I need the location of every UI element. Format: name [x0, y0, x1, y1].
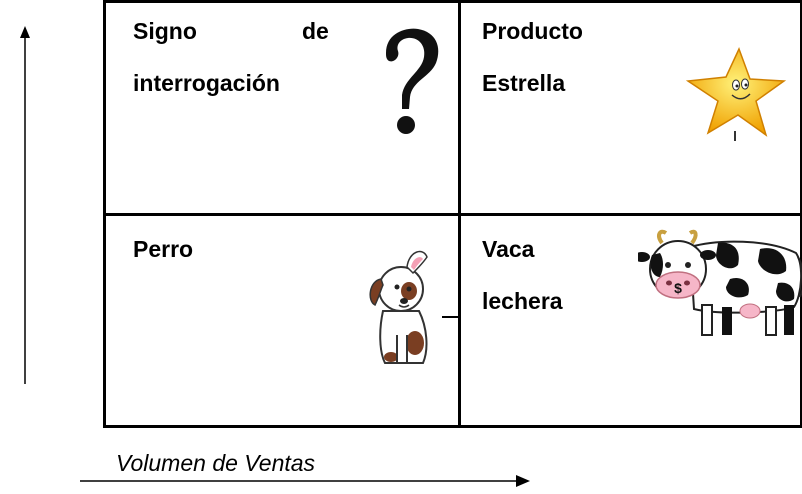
- question-label-word-de: de: [302, 18, 329, 44]
- horizontal-axis-arrow: [80, 475, 530, 487]
- dog-label: Perro: [133, 236, 194, 262]
- cow-label-line2: lechera: [482, 288, 563, 314]
- cow-dollar-sign: $: [674, 280, 682, 296]
- bcg-matrix-grid: Signo de interrogación Producto Estrella: [103, 0, 802, 428]
- cartoon-dog-icon: [369, 250, 428, 364]
- star-label-line2: Estrella: [482, 70, 566, 96]
- horizontal-divider: [106, 213, 800, 216]
- star-label-line1: Producto: [482, 18, 583, 44]
- star-tick-mark: [734, 131, 736, 141]
- cow-label-line1: Vaca: [482, 236, 535, 262]
- question-label-line2: interrogación: [133, 70, 280, 96]
- x-axis-label: Volumen de Ventas: [116, 450, 316, 476]
- vertical-axis-arrow: [20, 26, 30, 384]
- cow-dollar-icon: $: [638, 229, 802, 336]
- center-tick-mark: [442, 316, 460, 318]
- question-mark-icon: [386, 28, 439, 134]
- smiling-star-icon: [685, 47, 787, 137]
- question-label-word-signo: Signo: [133, 18, 197, 44]
